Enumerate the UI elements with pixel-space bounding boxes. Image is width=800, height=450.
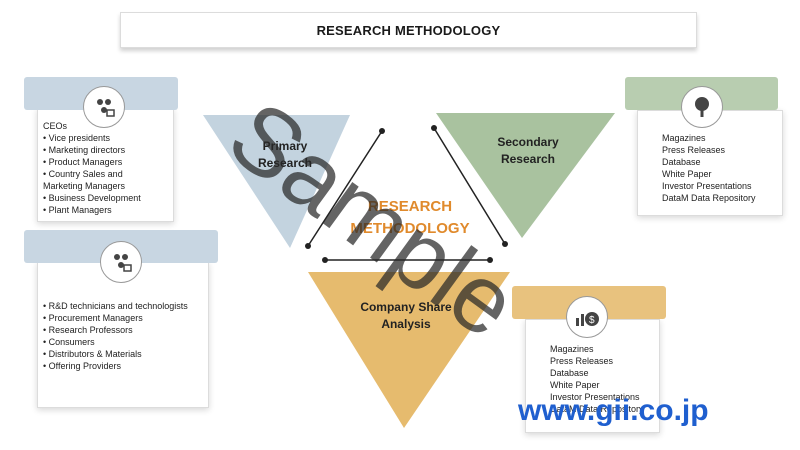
company-share-sources-list: Magazines Press Releases Database White … <box>550 343 644 415</box>
secondary-research-triangle <box>436 113 615 238</box>
site-watermark: www.gii.co.jp <box>518 394 709 427</box>
interviewees-card <box>37 262 209 408</box>
list-item: Press Releases <box>550 356 614 366</box>
list-item: • Product Managers <box>43 157 123 167</box>
list-item: • Procurement Managers <box>43 313 143 323</box>
secondary-sources-list: Magazines Press Releases Database White … <box>662 132 756 204</box>
list-item: White Paper <box>550 380 600 390</box>
list-item: • Country Sales and <box>43 169 123 179</box>
list-item: Investor Presentations <box>550 392 640 402</box>
connector-dot <box>487 257 493 263</box>
people-network-icon <box>83 86 125 128</box>
secondary-sources-card <box>637 110 783 216</box>
list-item: • Marketing directors <box>43 145 126 155</box>
list-item: Database <box>550 368 589 378</box>
connector-line-left <box>307 130 383 247</box>
primary-sources-list: CEOs • Vice presidents • Marketing direc… <box>43 120 141 216</box>
company-share-sources-card <box>525 319 660 433</box>
list-item: DataM Data Repository <box>550 404 644 414</box>
list-item: Investor Presentations <box>662 181 752 191</box>
list-item: • R&D technicians and technologists <box>43 301 188 311</box>
title-bar: RESEARCH METHODOLOGY <box>120 12 697 48</box>
list-item: • Vice presidents <box>43 133 111 143</box>
connector-dot <box>502 241 508 247</box>
list-item: • Consumers <box>43 337 95 347</box>
connector-dot <box>431 125 437 131</box>
connector-dot <box>322 257 328 263</box>
connector-line-right <box>433 127 506 245</box>
center-label: RESEARCH METHODOLOGY <box>350 198 470 237</box>
list-item: • Offering Providers <box>43 361 122 371</box>
company-share-triangle <box>308 272 510 428</box>
primary-research-triangle <box>203 115 350 248</box>
list-item: White Paper <box>662 169 712 179</box>
list-item: CEOs <box>43 121 68 131</box>
company-share-label: Company Share Analysis <box>360 300 452 331</box>
list-item: Database <box>662 157 701 167</box>
svg-text:$: $ <box>589 315 595 326</box>
page-title: RESEARCH METHODOLOGY <box>316 22 501 38</box>
list-item: • Distributors & Materials <box>43 349 142 359</box>
tree-icon <box>681 86 723 128</box>
list-item: • Plant Managers <box>43 205 112 215</box>
secondary-research-label: Secondary Research <box>497 135 559 166</box>
connector-dot <box>379 128 385 134</box>
money-growth-icon: $ <box>566 296 608 338</box>
list-item: • Research Professors <box>43 325 133 335</box>
list-item: Marketing Managers <box>43 181 126 191</box>
list-item: • Business Development <box>43 193 141 203</box>
interviewees-list: • R&D technicians and technologists • Pr… <box>43 300 188 372</box>
primary-research-label: Primary Research <box>257 139 313 170</box>
list-item: Press Releases <box>662 145 726 155</box>
list-item: Magazines <box>550 344 594 354</box>
people-network-icon <box>100 241 142 283</box>
list-item: DataM Data Repository <box>662 193 756 203</box>
connector-dot <box>305 243 311 249</box>
list-item: Magazines <box>662 133 706 143</box>
